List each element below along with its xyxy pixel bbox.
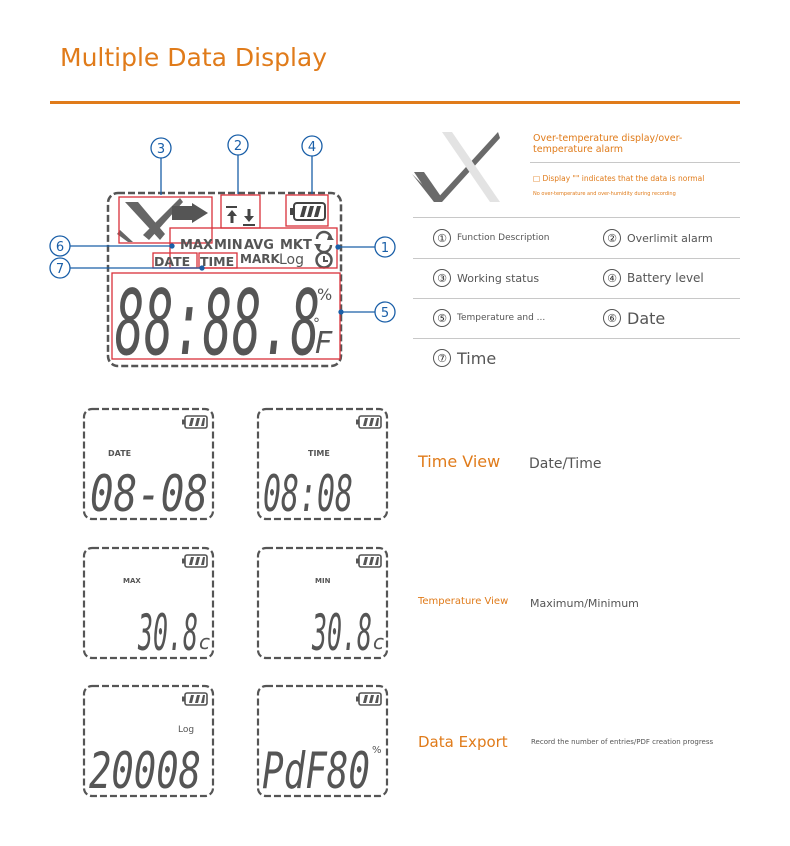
mark-label: MARK [240, 252, 280, 266]
avg-label: AVG [244, 238, 274, 253]
panel-value: 30.8 [138, 604, 198, 662]
panel-value: 20008 [89, 742, 201, 800]
callout-6-number: 6 [56, 240, 64, 255]
time-label: TIME [200, 254, 234, 269]
title-underline [50, 101, 740, 104]
panel-value: 08:08 [263, 465, 353, 523]
alarm-divider [530, 162, 740, 163]
battery-box [285, 194, 329, 227]
degree-sign: ° [313, 316, 320, 332]
lcd-frame [106, 191, 343, 368]
panel-value: 08-08 [90, 465, 208, 523]
alarm-heading: Over-temperature display/over-temperatur… [533, 133, 683, 155]
square-icon: □ [533, 174, 543, 183]
panel-time: TIME 08:08 [256, 407, 389, 523]
legend-item-4: ④ Battery level [603, 258, 704, 298]
main-digits: 88:88.8 [115, 271, 320, 375]
legend-item-7: ⑦ Time [433, 338, 496, 378]
callout-3-number: 3 [157, 142, 165, 157]
panel-suffix: % [372, 745, 382, 756]
view-title: Temperature View [418, 596, 509, 607]
alarm-arrows-icon [226, 206, 255, 226]
alarm-info: Over-temperature display/over-temperatur… [533, 133, 738, 155]
battery-icon [181, 415, 208, 429]
callout-2-number: 2 [234, 139, 242, 154]
callout-7-number: 7 [56, 262, 64, 277]
time-box [198, 252, 238, 269]
panel-value: 30.8 [312, 604, 372, 662]
callout-4-number: 4 [308, 140, 316, 155]
view-desc: Record the number of entries/PDF creatio… [531, 738, 714, 746]
panel-min: MIN 30.8 c [256, 546, 389, 662]
panel-max: MAX 30.8 c [82, 546, 215, 662]
panel-label: MAX [123, 577, 141, 585]
legend-item-3: ③ Working status [433, 258, 539, 298]
panel-value: PdF80 [262, 742, 370, 800]
legend-row: ⑤ Temperature and ... ⑥ Date [413, 298, 740, 339]
mkt-label: MKT [280, 238, 312, 253]
view-title: Time View [418, 452, 501, 471]
legend-item-1: ① Function Description [433, 218, 549, 258]
alarm-box [220, 194, 261, 229]
check-logo-icon [412, 132, 500, 202]
view-title: Data Export [418, 733, 508, 751]
log-label: Log [279, 252, 304, 268]
max-label: MAX [180, 238, 213, 253]
panel-log: Log 20008 [82, 684, 215, 800]
digits-box [111, 272, 341, 360]
panel-label: DATE [108, 449, 131, 458]
battery-icon [181, 554, 208, 568]
working-status-box [118, 196, 213, 244]
callout-1-number: 1 [381, 241, 389, 256]
panel-label: TIME [308, 449, 330, 458]
view-desc: Maximum/Minimum [530, 597, 639, 610]
view-desc: Date/Time [529, 456, 602, 472]
legend-item-6: ⑥ Date [603, 298, 665, 338]
panel-label: MIN [315, 577, 331, 585]
main-lcd-diagram: MAX MIN AVG MKT MARK Log DATE TIME 88:88… [49, 134, 396, 375]
legend-row: ⑦ Time [413, 338, 740, 378]
panel-suffix: c [373, 630, 384, 654]
callout-5-number: 5 [381, 306, 389, 321]
battery-icon [181, 692, 208, 706]
panel-suffix: c [199, 630, 210, 654]
page-title: Multiple Data Display [60, 43, 328, 72]
date-label: DATE [154, 254, 190, 269]
battery-icon [355, 554, 382, 568]
fahrenheit-sign: F [315, 326, 333, 361]
recording-arrow-icon [172, 203, 208, 223]
panel-pdf: PdF80 % [256, 684, 389, 800]
percent-sign: % [317, 285, 332, 304]
clock-icon [315, 251, 333, 269]
legend-row: ③ Working status ④ Battery level [413, 258, 740, 299]
min-label: MIN [214, 238, 243, 253]
alarm-line-1: □ Display "" indicates that the data is … [533, 174, 705, 183]
small-lcd-panels: DATE 08-08 TIME 08:08 MAX 30.8 c MIN 30.… [82, 407, 389, 800]
battery-icon [290, 202, 326, 221]
legend-item-5: ⑤ Temperature and ... [433, 298, 545, 338]
battery-icon [355, 415, 382, 429]
alarm-line-2: No over-temperature and over-humidity du… [533, 191, 676, 197]
legend-row: ① Function Description ② Overlimit alarm [413, 218, 740, 259]
legend-item-2: ② Overlimit alarm [603, 218, 713, 258]
panel-label: Log [178, 725, 194, 735]
battery-icon [355, 692, 382, 706]
panel-date: DATE 08-08 [82, 407, 215, 523]
